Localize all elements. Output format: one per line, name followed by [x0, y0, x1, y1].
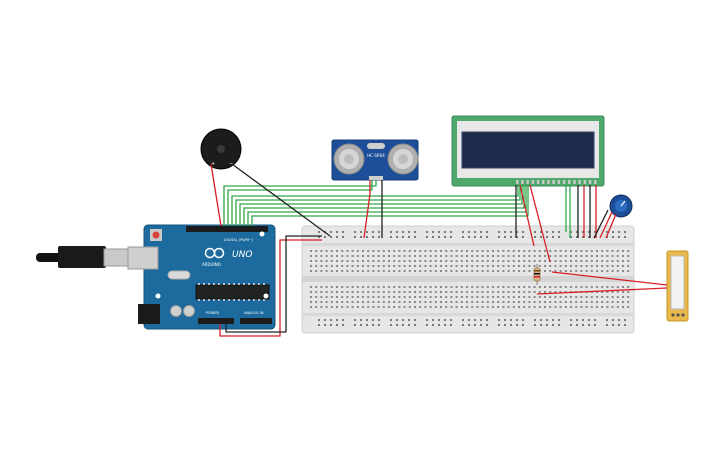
wire-red — [536, 287, 668, 295]
arduino-uno: UNO ARDUINO DIGITAL (PWM~) POWER ANALOG … — [36, 224, 276, 330]
arduino-logo — [204, 247, 225, 259]
arduino-analog-label: ANALOG IN — [244, 311, 264, 315]
wire-red — [529, 184, 551, 263]
chip-pins — [198, 283, 265, 301]
arduino-brand: ARDUINO — [202, 262, 221, 267]
wire-green — [227, 180, 373, 226]
wire-black — [593, 209, 609, 239]
wire-red — [605, 213, 617, 239]
wire-green — [223, 180, 377, 226]
breadboard — [301, 225, 635, 334]
lcd-pins — [516, 180, 597, 184]
wire-green — [239, 185, 523, 226]
arduino-power-label: POWER — [206, 311, 220, 315]
wire-red — [551, 271, 668, 286]
force-sensor — [666, 250, 689, 322]
breadboard-holes — [310, 231, 630, 326]
potentiometer — [609, 194, 633, 218]
wire-red — [210, 163, 222, 227]
wire-red — [519, 184, 535, 247]
wire-green — [243, 185, 525, 226]
arduino-digital-label: DIGITAL (PWM~) — [224, 238, 254, 242]
wire-green — [251, 185, 529, 226]
ultrasonic-sensor: HC-SR04 — [331, 139, 419, 181]
wire-red — [599, 211, 613, 239]
buzzer: + − — [200, 128, 242, 170]
arduino-model: UNO — [232, 250, 252, 260]
wire-red — [219, 239, 322, 337]
sensor-label: HC-SR04 — [367, 153, 385, 158]
wires — [210, 163, 668, 337]
svg-text:−: − — [229, 161, 233, 167]
wire-red — [363, 180, 371, 239]
wire-black — [231, 163, 331, 237]
lcd-display — [451, 115, 605, 187]
svg-text:+: + — [211, 161, 215, 167]
resistor — [533, 264, 541, 285]
wire-black — [225, 235, 322, 333]
wire-green — [247, 185, 527, 226]
wire-green — [235, 185, 521, 226]
wire-green — [231, 185, 519, 226]
